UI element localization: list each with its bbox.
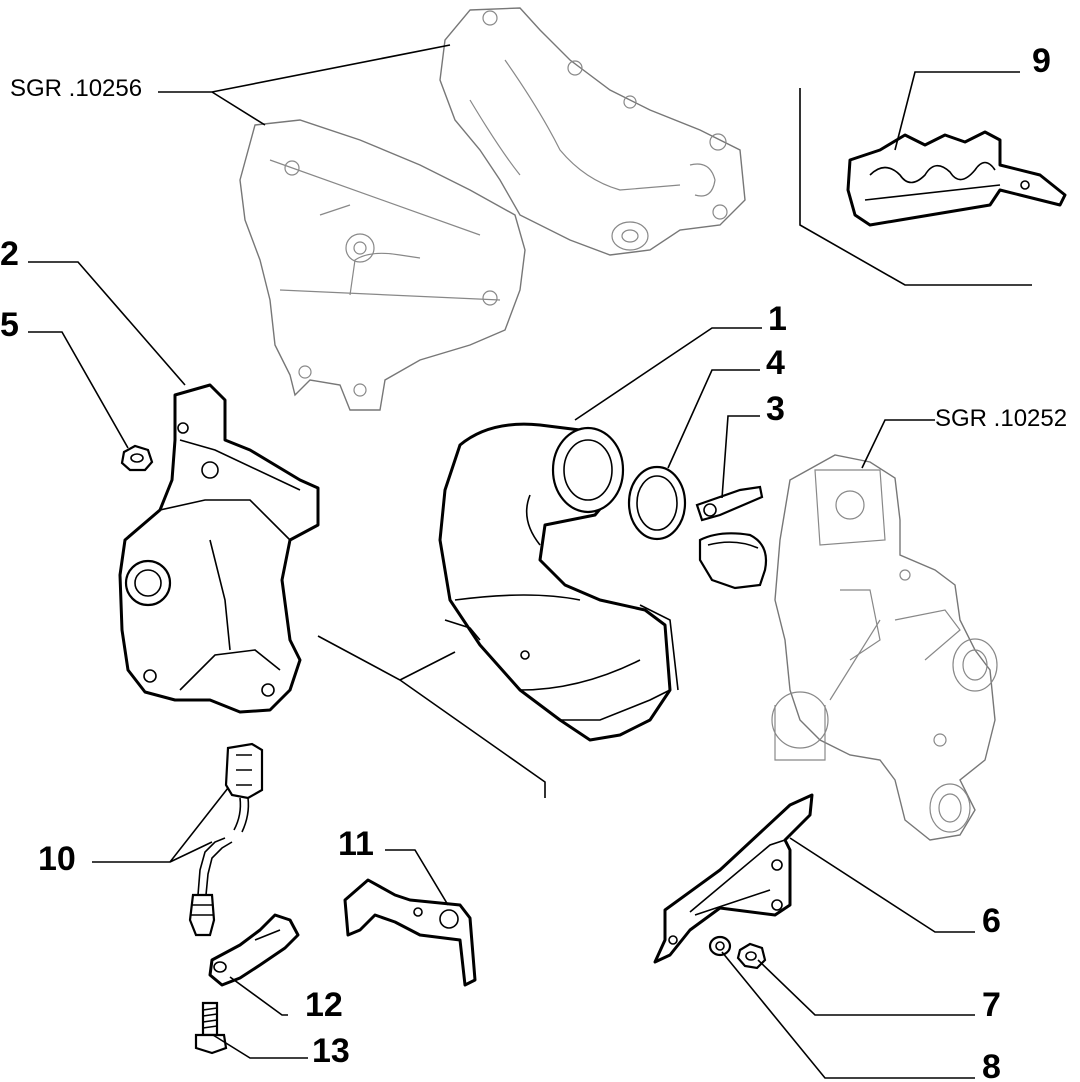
callout-13: 13	[312, 1032, 350, 1070]
callout-6: 6	[982, 902, 1001, 940]
callout-12: 12	[305, 986, 343, 1024]
callout-7: 7	[982, 986, 1001, 1024]
callout-numbers: 1 2 3 4 5 6 7 8 9 10 11 12 13	[0, 42, 1051, 1082]
part-2-heat-shield	[118, 383, 320, 714]
turbocharger-reference-drawing	[771, 454, 998, 841]
callout-2: 2	[0, 235, 19, 273]
callout-9: 9	[1032, 42, 1051, 80]
part-12-clip	[208, 913, 300, 987]
part-10-oxygen-sensor	[188, 742, 264, 937]
part-4-gasket-ring	[627, 465, 687, 541]
part-1-catalytic-converter	[438, 422, 679, 742]
callout-1: 1	[768, 300, 787, 338]
callout-10: 10	[38, 840, 76, 878]
part-11-bracket	[343, 878, 477, 987]
part-5-nut	[120, 444, 154, 472]
exhaust-manifold-reference-drawing	[239, 7, 746, 411]
callout-11: 11	[338, 825, 374, 863]
callout-4: 4	[766, 344, 785, 382]
part-3-clamp	[695, 485, 768, 590]
part-8-washer	[708, 935, 732, 957]
callout-5: 5	[0, 306, 19, 344]
part-13-bolt	[194, 1001, 228, 1055]
part-9-manifold-gasket	[846, 130, 1067, 227]
part-7-nut	[736, 942, 767, 970]
leader-lines	[28, 44, 1032, 1079]
part-6-bracket	[653, 793, 814, 964]
reference-sgr-10256: SGR .10256	[10, 75, 142, 102]
reference-sgr-10252: SGR .10252	[935, 405, 1067, 432]
callout-8: 8	[982, 1048, 1001, 1082]
callout-3: 3	[766, 390, 785, 428]
reference-labels: SGR .10256 SGR .10252	[10, 75, 1067, 432]
